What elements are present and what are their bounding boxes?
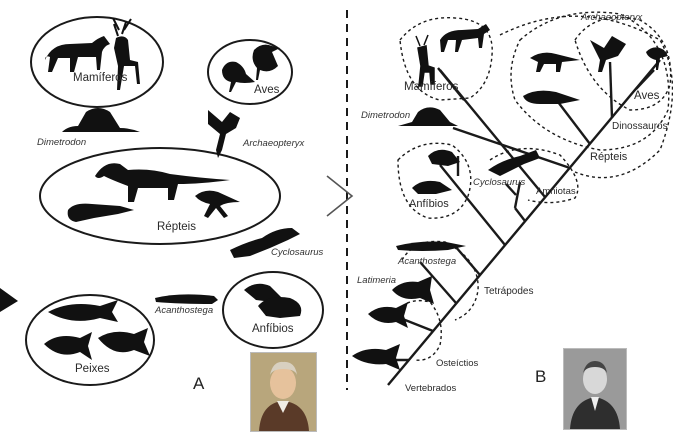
fish-icon-3 bbox=[98, 328, 150, 356]
amphibian-icon-b2 bbox=[412, 181, 452, 194]
latimeria-icon bbox=[392, 276, 434, 304]
label-dimetrodon-a: Dimetrodon bbox=[37, 138, 86, 148]
label-archaeopteryx-a: Archaeopteryx bbox=[243, 139, 304, 149]
label-latimeria-b: Latimeria bbox=[357, 276, 396, 286]
label-tetrapodes-b: Tetrápodes bbox=[484, 287, 533, 297]
label-anfibios-b: Anfíbios bbox=[409, 199, 449, 210]
bird-icon-aves-1 bbox=[222, 62, 255, 92]
acanthostega-icon-b bbox=[396, 242, 466, 252]
dinosaur-icon-b bbox=[530, 53, 580, 72]
horse-icon-b bbox=[440, 24, 490, 52]
aves-group-ellipse bbox=[208, 40, 292, 104]
label-dinossauros-b: Dinossauros bbox=[612, 122, 668, 132]
lizard-icon-b bbox=[523, 91, 580, 104]
label-anfibios-a: Anfíbios bbox=[252, 324, 294, 336]
label-mamiferos-b: Mamíferos bbox=[404, 82, 458, 94]
label-osteictios-b: Osteíctios bbox=[436, 359, 478, 369]
label-vertebrados-b: Vertebrados bbox=[405, 384, 456, 394]
lizard-icon-repteis bbox=[68, 204, 134, 222]
panel-b-mark: B bbox=[535, 368, 546, 385]
label-mamiferos-a: Mamíferos bbox=[73, 73, 127, 85]
acanthostega-icon bbox=[155, 294, 218, 304]
label-acanthostega-a: Acanthostega bbox=[155, 306, 213, 316]
deer-icon-b bbox=[416, 35, 434, 86]
fish-icon-b1 bbox=[368, 302, 408, 328]
label-archaeopteryx-b: Archaeopteryx bbox=[581, 13, 642, 23]
theropod-icon bbox=[195, 191, 240, 218]
fish-icon-1 bbox=[48, 300, 118, 322]
portrait-hennig bbox=[563, 348, 627, 430]
portrait-linnaeus bbox=[250, 352, 317, 432]
arrow-icon bbox=[327, 176, 352, 216]
label-repteis-a: Répteis bbox=[157, 222, 196, 234]
pointer-arrow-icon bbox=[0, 288, 18, 312]
panel-a-mark: A bbox=[193, 375, 204, 392]
label-peixes-a: Peixes bbox=[75, 364, 110, 376]
label-aves-b: Aves bbox=[634, 91, 659, 103]
fish-icon-2 bbox=[44, 332, 92, 360]
label-amniotas-b: Amniotas bbox=[536, 187, 576, 197]
cyclosaurus-icon-b bbox=[488, 150, 540, 176]
tetrapodes-clade-outline bbox=[402, 241, 478, 320]
archaeopteryx-icon-b bbox=[590, 36, 626, 72]
label-acanthostega-b: Acanthostega bbox=[398, 257, 456, 267]
bird-icon-b bbox=[646, 47, 668, 70]
label-cyclosaurus-b: Cyclosaurus bbox=[473, 178, 525, 188]
horse-icon bbox=[45, 36, 110, 72]
amphibian-icon-b1 bbox=[428, 150, 460, 166]
label-aves-a: Aves bbox=[254, 85, 279, 97]
dimetrodon-icon bbox=[62, 108, 140, 132]
label-repteis-b: Répteis bbox=[590, 152, 627, 163]
label-dimetrodon-b: Dimetrodon bbox=[361, 111, 410, 121]
fish-icon-b2 bbox=[352, 344, 400, 370]
archaeopteryx-icon bbox=[208, 110, 240, 158]
bird-icon-aves-2 bbox=[253, 45, 280, 80]
label-cyclosaurus-a: Cyclosaurus bbox=[271, 248, 323, 258]
cladogram bbox=[380, 60, 660, 385]
